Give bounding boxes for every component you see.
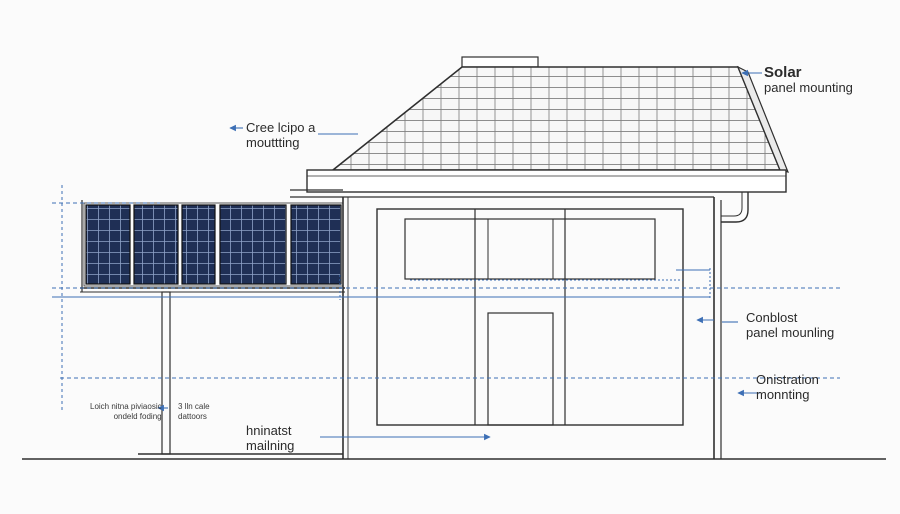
label-small-mid: 3 lln cale dattoors bbox=[178, 402, 210, 422]
dimension-lines bbox=[52, 185, 840, 412]
house-walls bbox=[290, 189, 749, 459]
label-small-mid-line1: 3 lln cale bbox=[178, 402, 210, 411]
downspout bbox=[721, 192, 749, 223]
solar-panel-icon bbox=[133, 204, 179, 285]
roof bbox=[306, 56, 789, 193]
label-conblost-line1: Conblost bbox=[746, 310, 798, 325]
arrow-icon-group bbox=[157, 69, 762, 441]
label-solar-line2: panel mounting bbox=[764, 80, 853, 95]
fascia bbox=[306, 169, 787, 193]
solar-panel-icon bbox=[290, 204, 342, 285]
label-solar-line1: Solar bbox=[764, 64, 802, 81]
label-solar-panel-mounting: Solar panel mounting bbox=[764, 65, 853, 95]
label-onistration: Onistration monnting bbox=[756, 372, 819, 402]
label-conblost-line2: panel mounling bbox=[746, 325, 835, 340]
label-small-left: Loich nitna piviaosic ondeld foding bbox=[90, 402, 162, 422]
front-door-panels bbox=[376, 208, 684, 426]
label-small-mid-line2: dattoors bbox=[178, 412, 207, 421]
label-cree-mounting: Cree lcipo a mouttting bbox=[246, 120, 315, 150]
label-minimatst-line1: hninatst bbox=[246, 423, 292, 438]
solar-panel-icon bbox=[85, 204, 131, 285]
label-cree-line2: mouttting bbox=[246, 135, 300, 150]
chimney bbox=[461, 56, 539, 68]
label-minimatst: hninatst mailning bbox=[246, 423, 294, 453]
label-conblost: Conblost panel mounling bbox=[746, 310, 834, 340]
solar-panel-icon bbox=[181, 204, 216, 285]
label-onistration-line1: Onistration bbox=[756, 372, 819, 387]
label-minimatst-line2: mailning bbox=[246, 438, 295, 453]
label-onistration-line2: monnting bbox=[756, 387, 810, 402]
label-small-left-line1: Loich nitna piviaosic bbox=[90, 402, 162, 411]
label-small-left-line2: ondeld foding bbox=[113, 412, 162, 421]
label-cree-line1: Cree lcipo a bbox=[246, 120, 316, 135]
solar-panel-icon bbox=[219, 204, 287, 285]
solar-panel-array bbox=[83, 202, 344, 287]
